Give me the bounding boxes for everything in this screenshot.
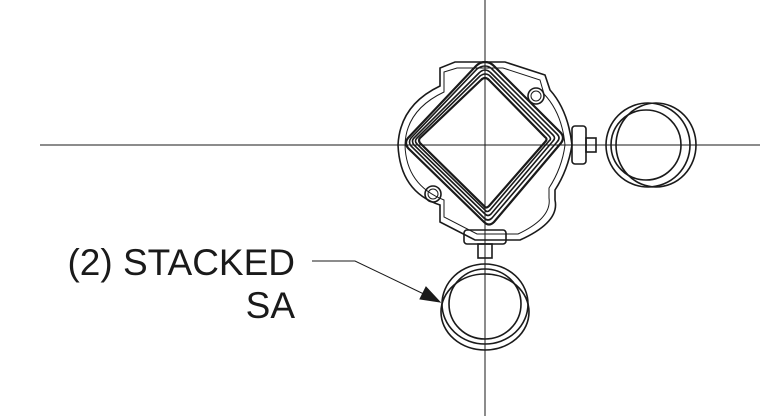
bottom-sa-face xyxy=(448,268,522,340)
diamond-window xyxy=(404,60,565,226)
leader-line xyxy=(312,260,431,298)
enclosure-body xyxy=(397,60,573,241)
mounting-hole-top-right-inner xyxy=(530,90,542,102)
enclosure-outer-outline xyxy=(397,61,573,241)
leader-arrowhead xyxy=(419,286,442,303)
bottom-sa-body-front xyxy=(441,263,529,345)
centerlines xyxy=(40,0,760,416)
mounting-hole-bottom-left-inner xyxy=(427,188,439,200)
bottom-stacked-sa xyxy=(440,229,530,351)
bottom-sa-body-back xyxy=(440,273,530,351)
right-sa-face xyxy=(610,109,682,181)
mounting-hole-top-right xyxy=(527,87,545,105)
callout-line-2: SA xyxy=(246,285,296,326)
right-stacked-sa xyxy=(571,102,697,188)
enclosure-inner-outline xyxy=(404,67,566,235)
mounting-hole-bottom-left xyxy=(424,185,442,203)
right-sa-body-front xyxy=(605,102,691,188)
callout-line-1: (2) STACKED xyxy=(67,242,295,283)
callout: (2) STACKED SA xyxy=(67,242,442,326)
